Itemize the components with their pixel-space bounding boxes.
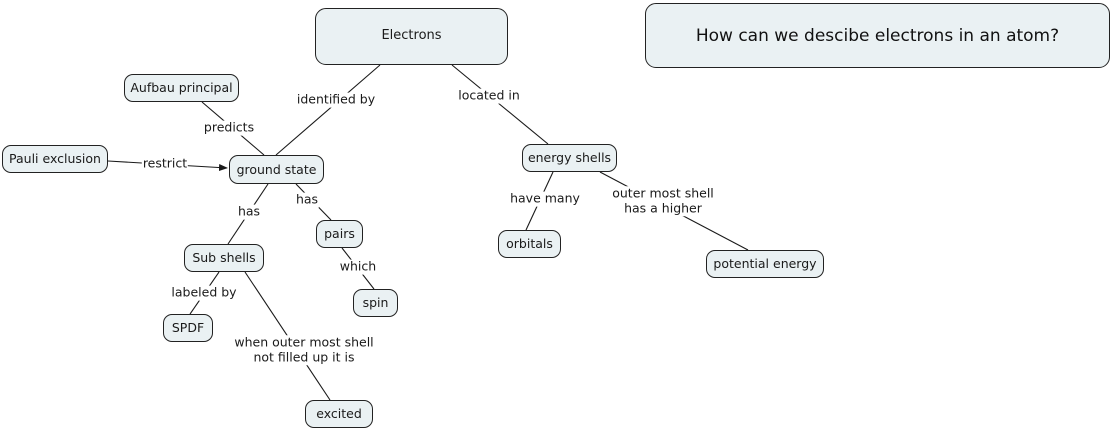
edge-label-electrons-ground-state: identified by — [295, 91, 377, 108]
node-label: excited — [316, 406, 362, 422]
node-label: orbitals — [506, 236, 553, 252]
edge-label-ground-state-pairs: has — [294, 191, 320, 208]
node-sub-shells[interactable]: Sub shells — [184, 244, 264, 272]
node-label: pairs — [324, 226, 355, 242]
node-label: energy shells — [527, 150, 612, 166]
node-orbitals[interactable]: orbitals — [498, 230, 561, 258]
edge-label-pauli-ground-state: restrict — [141, 155, 189, 172]
edge-label-electrons-energy-shells: located in — [457, 87, 521, 104]
edge-label-energy-shells-orbitals: have many — [509, 190, 581, 207]
edge-label-sub-shells-spdf: labeled by — [170, 284, 238, 301]
node-label: Sub shells — [192, 250, 256, 266]
focus-question-text: How can we descibe electrons in an atom? — [695, 25, 1060, 46]
node-potential-energy[interactable]: potential energy — [706, 250, 824, 278]
node-label: potential energy — [713, 256, 817, 272]
edge-label-aufbau-ground-state: predicts — [202, 119, 256, 136]
node-excited[interactable]: excited — [305, 400, 373, 428]
edge-label-ground-state-sub-shells: has — [236, 203, 262, 220]
node-label: Aufbau principal — [130, 80, 233, 96]
node-label: Electrons — [381, 28, 442, 44]
node-label: Pauli exclusion — [9, 151, 101, 167]
node-label: SPDF — [171, 320, 205, 336]
node-electrons[interactable]: Electrons — [315, 8, 508, 65]
edge-label-sub-shells-excited: when outer most shell not filled up it i… — [233, 334, 375, 365]
node-spin[interactable]: spin — [353, 289, 398, 317]
node-ground-state[interactable]: ground state — [229, 155, 324, 184]
edge-lines — [107, 64, 749, 401]
edge-label-energy-shells-potential: outer most shell has a higher — [611, 185, 715, 216]
node-label: ground state — [236, 161, 317, 177]
node-energy-shells[interactable]: energy shells — [522, 144, 617, 172]
node-aufbau[interactable]: Aufbau principal — [124, 74, 239, 102]
edge-electrons-energy-shells — [451, 64, 549, 145]
node-spdf[interactable]: SPDF — [163, 314, 213, 342]
node-pauli[interactable]: Pauli exclusion — [2, 145, 108, 173]
edge-electrons-ground-state — [275, 64, 381, 156]
focus-question-box: How can we descibe electrons in an atom? — [645, 3, 1110, 68]
edge-label-pairs-spin: which — [338, 258, 378, 275]
node-pairs[interactable]: pairs — [316, 220, 363, 248]
node-label: spin — [362, 295, 389, 311]
